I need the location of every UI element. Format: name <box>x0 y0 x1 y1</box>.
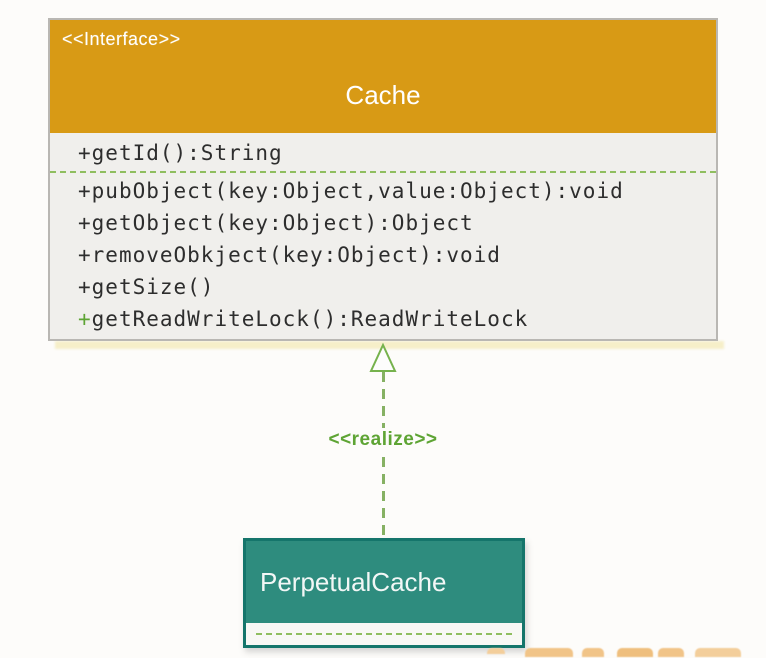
operation-text: getReadWriteLock():ReadWriteLock <box>91 307 529 331</box>
operation-row: +getReadWriteLock():ReadWriteLock <box>78 303 706 335</box>
operation-row: +getObject(key:Object):Object <box>78 207 706 239</box>
operation-text: pubObject(key:Object,value:Object):void <box>91 179 624 203</box>
watermark-remnant <box>480 648 760 658</box>
class-header: PerpetualCache <box>246 541 522 623</box>
operation-visibility-sign: + <box>78 179 92 203</box>
interface-box-shadow <box>55 341 724 349</box>
interface-title: Cache <box>345 80 421 110</box>
watermark-fragment <box>658 648 684 657</box>
class-compartment-separator <box>256 633 512 635</box>
watermark-fragment <box>695 648 741 657</box>
class-members-compartment <box>246 623 522 645</box>
operation-visibility-sign: + <box>78 307 92 331</box>
attribute-text: getId():String <box>91 141 283 165</box>
interface-stereotype: <<Interface>> <box>62 29 181 49</box>
realize-label: <<realize>> <box>322 428 444 452</box>
operation-visibility-sign: + <box>78 211 92 235</box>
attribute-row: +getId():String <box>78 137 706 169</box>
operation-text: removeObkject(key:Object):void <box>91 243 501 267</box>
operation-row: +pubObject(key:Object,value:Object):void <box>78 175 706 207</box>
attribute-visibility-sign: + <box>78 141 92 165</box>
watermark-fragment <box>582 648 604 657</box>
interface-body: +getId():String +pubObject(key:Object,va… <box>50 133 716 335</box>
interface-box-cache: <<Interface>> Cache +getId():String +pub… <box>48 18 718 341</box>
operation-visibility-sign: + <box>78 243 92 267</box>
watermark-fragment <box>525 648 573 657</box>
compartment-separator <box>50 171 716 173</box>
operation-row: +removeObkject(key:Object):void <box>78 239 706 271</box>
operation-text: getSize() <box>91 275 215 299</box>
operation-text: getObject(key:Object):Object <box>91 211 474 235</box>
class-box-perpetualcache: PerpetualCache <box>243 538 525 648</box>
operation-visibility-sign: + <box>78 275 92 299</box>
interface-header: <<Interface>> Cache <box>50 20 716 133</box>
class-title: PerpetualCache <box>260 566 447 597</box>
watermark-fragment <box>617 648 653 657</box>
operation-row: +getSize() <box>78 271 706 303</box>
watermark-fragment <box>487 648 505 654</box>
